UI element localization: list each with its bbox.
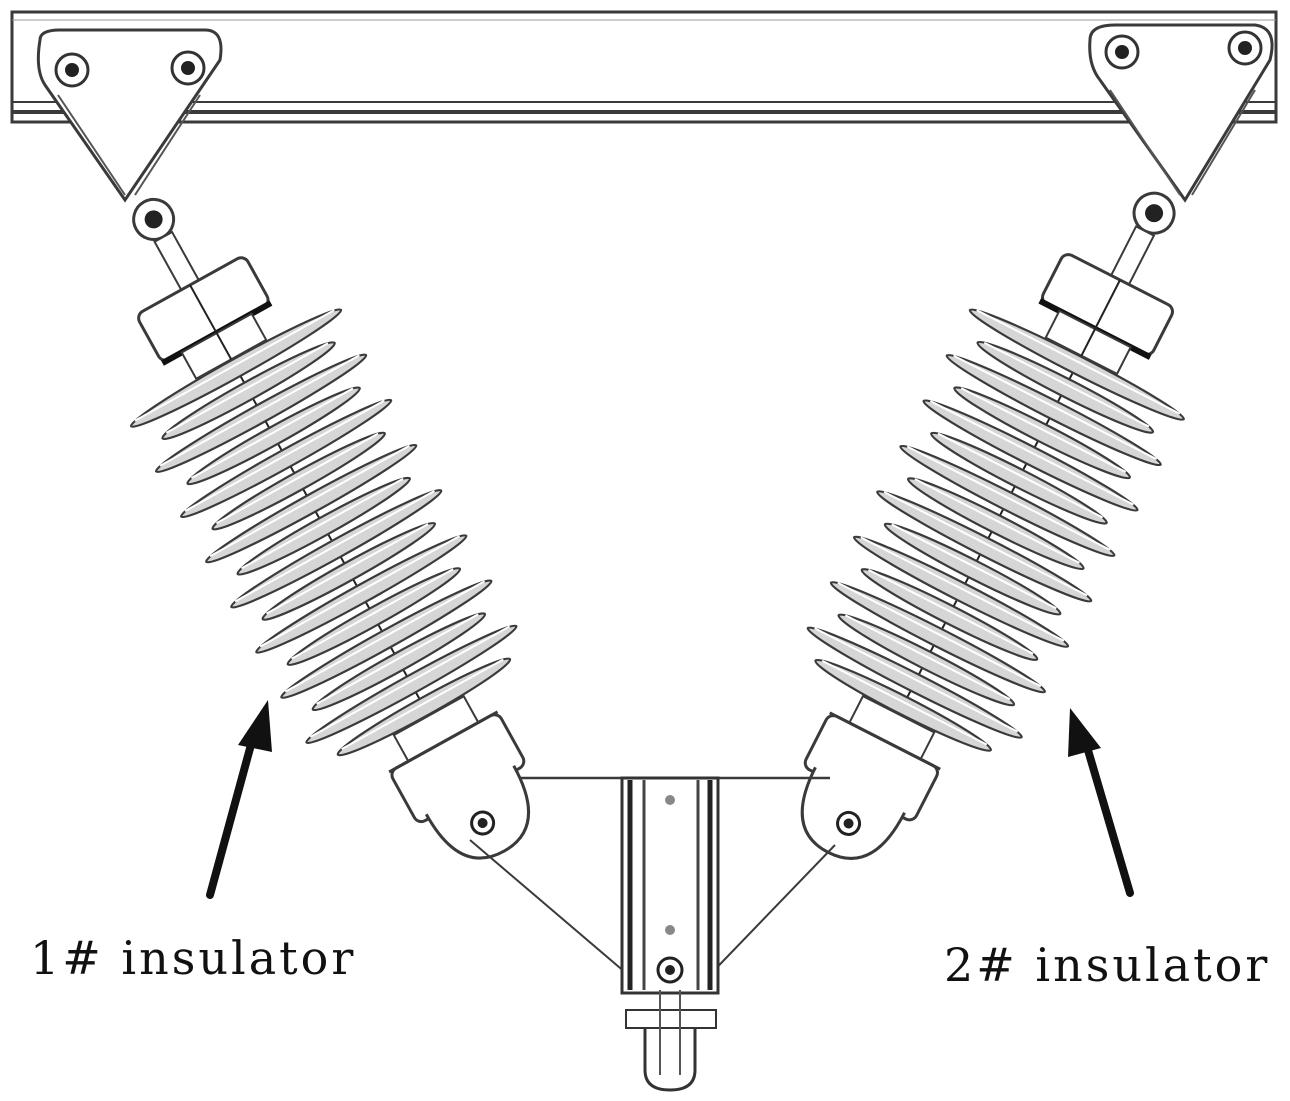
shed-highlight bbox=[184, 399, 385, 512]
shed bbox=[806, 626, 1023, 739]
shed bbox=[311, 612, 487, 712]
shed-highlight bbox=[976, 309, 1181, 415]
shed-highlight bbox=[883, 491, 1088, 597]
shed bbox=[883, 522, 1062, 616]
shed-highlight bbox=[860, 536, 1065, 642]
shed bbox=[906, 477, 1085, 571]
shed bbox=[922, 399, 1139, 512]
shed-highlight bbox=[868, 568, 1034, 655]
shed-highlight bbox=[983, 341, 1150, 428]
shed bbox=[186, 386, 361, 486]
shed-highlight bbox=[259, 535, 461, 648]
insulator-body bbox=[129, 197, 531, 860]
shed bbox=[255, 534, 468, 654]
shed-highlight bbox=[316, 613, 479, 705]
shed-highlight bbox=[341, 658, 504, 750]
shed-highlight bbox=[159, 354, 360, 467]
shed-highlight bbox=[190, 387, 354, 479]
shed-highlight bbox=[266, 523, 429, 615]
shed-highlight bbox=[960, 387, 1127, 473]
fitting-edge bbox=[829, 711, 941, 771]
shed-highlight bbox=[814, 627, 1019, 733]
shed bbox=[837, 613, 1016, 707]
shed bbox=[205, 443, 418, 564]
shed bbox=[945, 353, 1162, 467]
shed bbox=[336, 657, 512, 757]
shed bbox=[930, 431, 1108, 525]
right-mounting-bracket bbox=[1088, 23, 1274, 203]
shed-highlight bbox=[240, 477, 404, 570]
fitting-edge bbox=[388, 710, 499, 774]
insulator-2-label: 2# insulator bbox=[944, 938, 1271, 992]
clevis-bolt bbox=[843, 818, 854, 829]
shed bbox=[860, 567, 1039, 662]
shed bbox=[829, 581, 1046, 694]
shed bbox=[305, 624, 518, 745]
shed-highlight bbox=[215, 432, 379, 525]
shed bbox=[968, 308, 1185, 421]
shed-highlight bbox=[309, 625, 511, 738]
arrow-2 bbox=[1068, 708, 1134, 897]
shed bbox=[236, 476, 412, 576]
shed bbox=[261, 521, 437, 621]
shed bbox=[180, 398, 393, 519]
shed-highlight bbox=[234, 490, 435, 603]
center-hanger-fitting bbox=[620, 776, 720, 1092]
shed bbox=[953, 386, 1131, 480]
shed-highlight bbox=[837, 581, 1042, 688]
clevis-bolt bbox=[477, 818, 488, 829]
shed bbox=[852, 535, 1070, 648]
shed bbox=[129, 308, 343, 428]
shed bbox=[161, 341, 336, 441]
shed bbox=[876, 490, 1093, 603]
shed-highlight bbox=[844, 614, 1011, 701]
shed-highlight bbox=[937, 432, 1104, 519]
shed-highlight bbox=[929, 400, 1134, 506]
shed bbox=[976, 340, 1155, 434]
insulator-1 bbox=[129, 197, 531, 860]
shed bbox=[286, 567, 462, 667]
pin-link-bolt bbox=[1145, 204, 1164, 223]
shed-highlight bbox=[953, 354, 1158, 461]
shed-highlight bbox=[134, 309, 335, 422]
shed-highlight bbox=[165, 342, 329, 434]
cross-arm-beam bbox=[10, 10, 1278, 124]
shed-highlight bbox=[209, 444, 410, 558]
insulator-2 bbox=[800, 191, 1185, 860]
shed-highlight bbox=[914, 478, 1080, 564]
shed bbox=[211, 431, 386, 531]
pin-link-bolt bbox=[144, 210, 163, 229]
shed-highlight bbox=[284, 580, 486, 693]
left-mounting-bracket bbox=[36, 28, 223, 203]
shed bbox=[280, 579, 493, 699]
arrow-1 bbox=[206, 700, 272, 899]
shed-highlight bbox=[821, 659, 988, 746]
insulator-1-label: 1# insulator bbox=[30, 931, 357, 985]
insulator-body bbox=[800, 191, 1185, 860]
shed bbox=[154, 353, 368, 474]
shed-highlight bbox=[891, 523, 1057, 610]
shed bbox=[899, 444, 1116, 558]
shed-highlight bbox=[906, 445, 1111, 551]
shed-highlight bbox=[291, 568, 454, 660]
